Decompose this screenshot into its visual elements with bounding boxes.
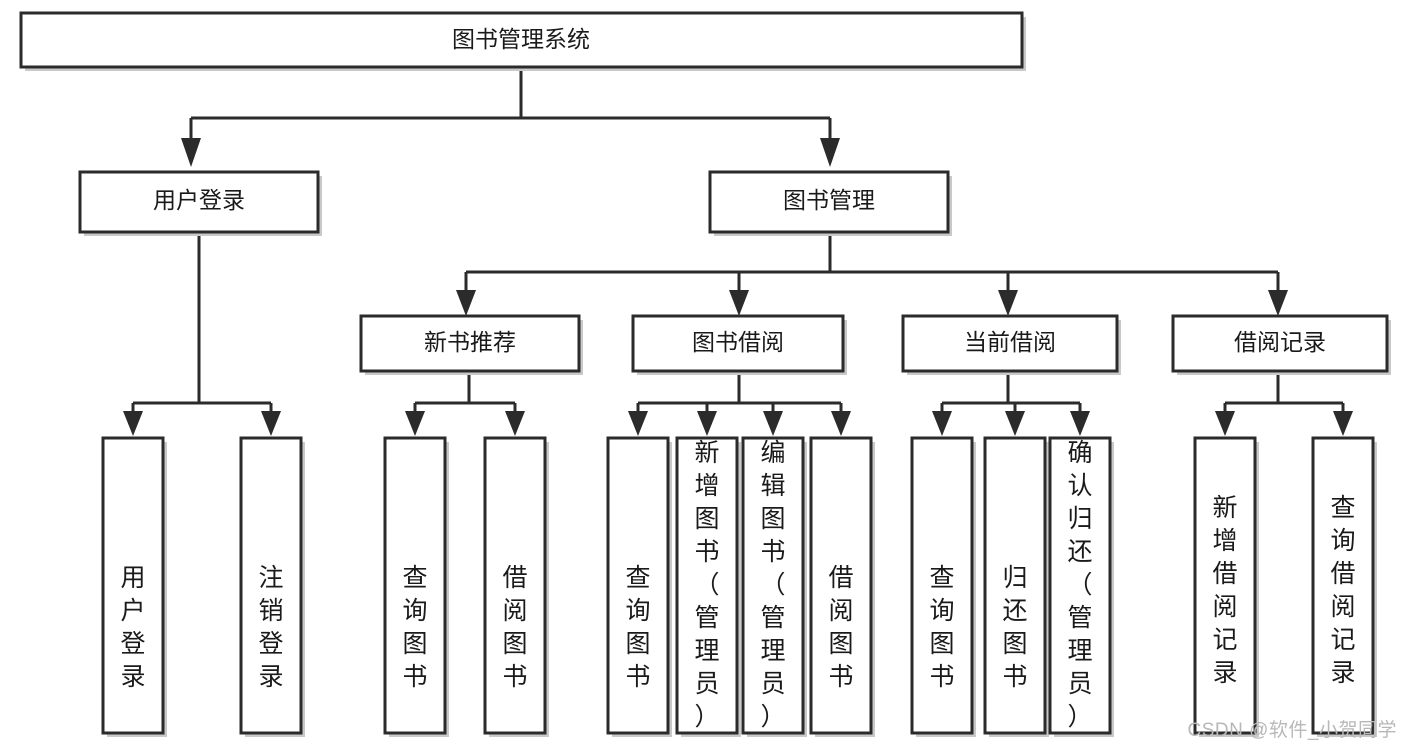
arrow-head-leaf-return-book [1005,411,1025,436]
node-current-borrow[interactable]: 当前借阅 [901,314,1121,375]
arrow-head-leaf-query-book-3 [932,411,952,436]
node-leaf-query-book-3[interactable]: 查询图书 [910,436,976,737]
connector-group-current-borrow [932,375,1090,436]
node-book-borrow[interactable]: 图书借阅 [631,314,847,375]
connector-group-book-management [456,232,1288,316]
node-leaf-user-logout-label: 注销登录 [258,564,283,691]
node-leaf-return-book[interactable]: 归还图书 [983,436,1049,737]
node-root-box[interactable] [19,11,1024,69]
node-leaf-query-record-box[interactable] [1311,436,1375,735]
connector-group-borrow-record [1215,375,1353,436]
node-borrow-record-label: 借阅记录 [1234,329,1326,355]
node-leaf-query-book-3-label: 查询图书 [929,564,954,691]
node-leaf-query-record-label: 查询借阅记录 [1330,494,1355,687]
arrow-head-leaf-query-book-1 [405,411,425,436]
node-book-management-box[interactable] [708,170,950,234]
node-leaf-borrow-book-1-label: 借阅图书 [502,564,527,691]
node-leaf-user-logout-box[interactable] [239,436,303,735]
node-book-borrow-box[interactable] [631,314,845,373]
arrow-head-leaf-query-book-2 [628,411,648,436]
arrow-head-user-login [181,138,201,167]
node-user-login-box[interactable] [78,170,320,234]
node-borrow-record[interactable]: 借阅记录 [1171,314,1391,375]
node-new-book-recommend-label: 新书推荐 [424,329,516,355]
connector-group-book-borrow [628,375,851,436]
arrow-head-borrow-record [1268,290,1288,316]
node-book-management[interactable]: 图书管理 [708,170,952,236]
node-leaf-user-login-box[interactable] [101,436,165,735]
node-leaf-query-book-1-label: 查询图书 [402,564,427,691]
node-leaf-borrow-book-2[interactable]: 借阅图书 [809,436,875,737]
node-root-label: 图书管理系统 [452,26,590,52]
node-user-login[interactable]: 用户登录 [78,170,322,236]
arrow-head-leaf-add-record [1215,411,1235,436]
connector-group-root [181,67,840,167]
node-current-borrow-label: 当前借阅 [964,329,1056,355]
node-leaf-add-record-label: 新增借阅记录 [1212,494,1237,687]
node-leaf-return-book-box[interactable] [983,436,1047,735]
arrow-head-leaf-add-book [697,411,717,436]
node-user-login-label: 用户登录 [153,187,245,213]
node-leaf-edit-book[interactable]: 编辑图书（管理员） [741,436,807,737]
arrow-head-leaf-borrow-book-2 [831,411,851,436]
node-leaf-add-book-label: 新增图书（管理员） [694,439,719,731]
node-leaf-add-book-box[interactable] [675,436,739,735]
node-leaf-query-book-2[interactable]: 查询图书 [606,436,672,737]
node-leaf-user-login-label: 用户登录 [120,564,145,691]
node-book-management-label: 图书管理 [783,187,875,213]
node-leaf-borrow-book-2-box[interactable] [809,436,873,735]
node-leaf-add-book[interactable]: 新增图书（管理员） [675,436,741,737]
node-leaf-query-record[interactable]: 查询借阅记录 [1311,436,1377,737]
connector-group-user-login [123,232,281,436]
node-leaf-confirm-return-label: 确认归还（管理员） [1067,439,1092,731]
node-leaf-user-logout[interactable]: 注销登录 [239,436,305,737]
connector-group-new-book-recommend [405,375,525,436]
node-borrow-record-box[interactable] [1171,314,1389,373]
arrow-head-new-book-recommend [456,290,476,316]
node-leaf-query-book-3-box[interactable] [910,436,974,735]
node-leaf-confirm-return-box[interactable] [1048,436,1112,735]
node-root[interactable]: 图书管理系统 [19,11,1026,71]
node-leaf-query-book-2-label: 查询图书 [625,564,650,691]
node-leaf-confirm-return[interactable]: 确认归还（管理员） [1048,436,1114,737]
node-new-book-recommend-box[interactable] [359,314,581,373]
node-leaf-return-book-label: 归还图书 [1002,564,1027,691]
node-leaf-borrow-book-1[interactable]: 借阅图书 [483,436,549,737]
node-leaf-edit-book-box[interactable] [741,436,805,735]
arrow-head-leaf-user-login [123,411,143,436]
node-new-book-recommend[interactable]: 新书推荐 [359,314,583,375]
arrow-head-book-management [820,138,840,167]
arrow-head-leaf-user-logout [261,411,281,436]
node-leaf-add-record-box[interactable] [1193,436,1257,735]
node-book-borrow-label: 图书借阅 [692,329,784,355]
node-leaf-query-book-1-box[interactable] [383,436,447,735]
node-leaf-edit-book-label: 编辑图书（管理员） [760,439,785,731]
arrow-head-leaf-edit-book [763,411,783,436]
arrow-head-leaf-borrow-book-1 [505,411,525,436]
node-current-borrow-box[interactable] [901,314,1119,373]
csdn-watermark: CSDN @软件_小贺同学 [1187,720,1397,741]
arrow-head-current-borrow [998,290,1018,316]
node-leaf-query-book-1[interactable]: 查询图书 [383,436,449,737]
arrow-head-leaf-confirm-return [1070,411,1090,436]
arrow-head-book-borrow [729,290,749,316]
arrow-head-leaf-query-record [1333,411,1353,436]
node-leaf-borrow-book-2-label: 借阅图书 [828,564,853,691]
node-leaf-user-login[interactable]: 用户登录 [101,436,167,737]
node-leaf-add-record[interactable]: 新增借阅记录 [1193,436,1259,737]
node-leaf-borrow-book-1-box[interactable] [483,436,547,735]
node-leaf-query-book-2-box[interactable] [606,436,670,735]
